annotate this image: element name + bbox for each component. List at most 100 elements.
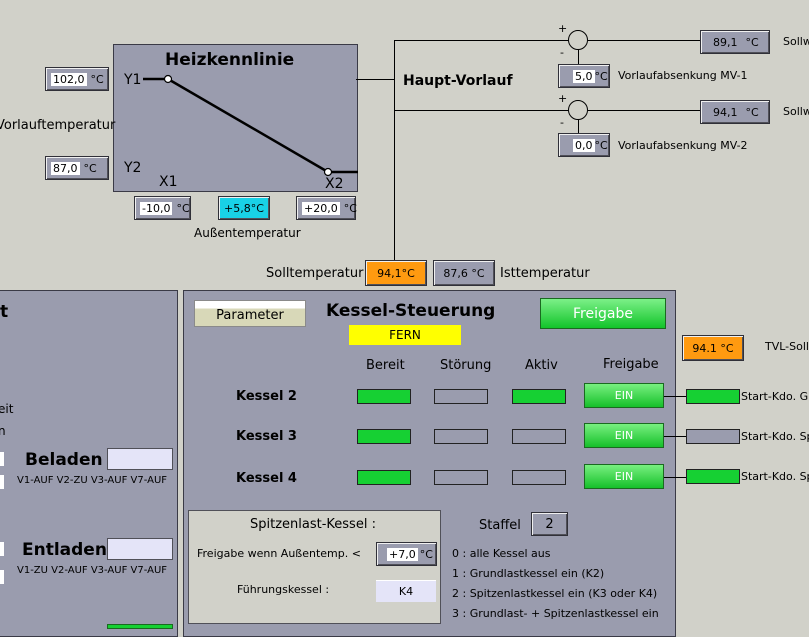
y2-value-field[interactable]: 87,0°C	[45, 156, 109, 180]
kessel-3-start-label: Start-Kdo. Sp	[741, 430, 809, 443]
bottom-green-button-edge[interactable]	[107, 624, 173, 629]
plus-sign-mv2: +	[558, 92, 568, 105]
col-header-aktiv: Aktiv	[525, 358, 558, 373]
spitzenlast-title: Spitzenlast-Kessel :	[250, 517, 376, 532]
kessel-4-start-label: Start-Kdo. Sp	[741, 470, 809, 483]
kessel-2-bereit	[357, 389, 411, 404]
beladen-indicator-2	[0, 475, 4, 489]
kessel-2-aktiv	[512, 389, 566, 404]
wire-mv2-out	[588, 110, 700, 111]
wire-curve-to-trunk	[356, 79, 395, 80]
kessel-4-stoerung	[434, 470, 488, 485]
x1-value-field[interactable]: -10,0°C	[134, 196, 191, 220]
staffel-legend-2: 2 : Spitzenlastkessel ein (K3 oder K4)	[452, 587, 658, 600]
wire-kessel-3-start	[664, 436, 686, 437]
heizkennlinie-curve	[143, 74, 358, 177]
kessel-3-label: Kessel 3	[236, 429, 297, 444]
wire-mv1-abs	[578, 50, 579, 64]
staffel-label: Staffel	[479, 518, 521, 533]
minus-sign-mv1: -	[560, 46, 564, 59]
kessel-3-start-indicator	[686, 429, 740, 444]
speicher-title-fragment: t	[0, 302, 9, 322]
y1-label: Y1	[124, 72, 142, 88]
wire-trunk-mv2	[394, 110, 568, 111]
x1-label: X1	[159, 174, 178, 190]
summing-junction-mv2	[568, 100, 588, 120]
beladen-valves: V1-AUF V2-ZU V3-AUF V7-AUF	[17, 475, 168, 486]
spitzenlast-panel	[188, 510, 441, 624]
spitzenlast-freigabe-label: Freigabe wenn Außentemp. <	[197, 547, 361, 560]
summing-junction-mv1	[568, 30, 588, 50]
mv1-sollw-label: Sollw	[783, 35, 809, 48]
kessel-2-start-indicator	[686, 389, 740, 404]
entladen-status-bar	[107, 538, 173, 560]
mode-indicator: FERN	[349, 325, 461, 345]
x2-label: X2	[325, 176, 344, 192]
wire-trunk-vertical	[394, 40, 395, 262]
entladen-valves: V1-ZU V2-AUF V3-AUF V7-AUF	[17, 565, 168, 576]
speicher-panel	[0, 290, 178, 637]
solltemperatur-label: Solltemperatur	[266, 266, 364, 281]
staffel-legend-3: 3 : Grundlast- + Spitzenlastkessel ein	[452, 607, 659, 620]
spitzenlast-freigabe-field[interactable]: +7,0°C	[376, 542, 437, 566]
kessel-3-bereit	[357, 429, 411, 444]
mv2-absenkung-label: Vorlaufabsenkung MV-2	[618, 139, 748, 152]
parameter-button[interactable]: Parameter	[194, 300, 306, 327]
wire-kessel-4-start	[664, 477, 686, 478]
solltemperatur-value: 94,1°C	[365, 260, 427, 286]
mv2-sollw-label: Sollw	[783, 105, 809, 118]
kessel-2-freigabe-button[interactable]: EIN	[584, 383, 664, 408]
tvl-soll-value: 94.1 °C	[682, 335, 744, 361]
plus-sign-mv1: +	[558, 22, 568, 35]
staffel-value: 2	[531, 512, 568, 536]
staffel-legend-1: 1 : Grundlastkessel ein (K2)	[452, 567, 605, 580]
entladen-label: Entladen	[22, 540, 107, 560]
beladen-label: Beladen	[25, 450, 103, 470]
kessel-4-bereit	[357, 470, 411, 485]
kessel-3-aktiv	[512, 429, 566, 444]
kessel-2-stoerung	[434, 389, 488, 404]
vorlauftemperatur-label: Vorlauftemperatur	[0, 118, 116, 133]
kessel-4-start-indicator	[686, 469, 740, 484]
mv2-sollwert-value: 94,1°C	[700, 100, 770, 124]
entladen-indicator	[0, 542, 4, 556]
beladen-indicator	[0, 452, 4, 466]
col-header-bereit: Bereit	[366, 358, 405, 373]
tvl-soll-label: TVL-Soll	[765, 340, 809, 353]
mv2-absenkung-field[interactable]: 0,0°C	[558, 133, 610, 157]
wire-trunk-mv1	[394, 40, 568, 41]
fuehrungskessel-field[interactable]: K4	[376, 580, 436, 602]
aussentemp-current-value: +5,8°C	[218, 196, 270, 220]
y2-label: Y2	[124, 160, 142, 176]
fuehrungskessel-label: Führungskessel :	[237, 583, 330, 596]
speicher-fragment-1: eit	[0, 402, 14, 416]
kessel-4-freigabe-button[interactable]: EIN	[584, 464, 664, 489]
kessel-2-start-label: Start-Kdo. Gr	[741, 390, 809, 403]
wire-mv1-out	[588, 40, 700, 41]
kessel-2-label: Kessel 2	[236, 389, 297, 404]
isttemperatur-label: Isttemperatur	[500, 266, 590, 281]
kessel-4-aktiv	[512, 470, 566, 485]
mv1-absenkung-field[interactable]: 5,0°C	[558, 64, 610, 88]
beladen-status-bar	[107, 448, 173, 470]
kessel-steuerung-title: Kessel-Steuerung	[326, 301, 496, 321]
kessel-3-freigabe-button[interactable]: EIN	[584, 423, 664, 448]
freigabe-button[interactable]: Freigabe	[540, 298, 666, 329]
entladen-indicator-2	[0, 570, 4, 584]
kessel-4-label: Kessel 4	[236, 471, 297, 486]
wire-mv2-abs	[578, 120, 579, 133]
haupt-vorlauf-label: Haupt-Vorlauf	[403, 73, 513, 89]
aussentemperatur-label: Außentemperatur	[194, 226, 301, 240]
wire-kessel-2-start	[664, 396, 686, 397]
col-header-stoerung: Störung	[440, 358, 492, 373]
kessel-3-stoerung	[434, 429, 488, 444]
mv1-sollwert-value: 89,1°C	[700, 30, 770, 54]
isttemperatur-value: 87,6 °C	[433, 260, 495, 286]
staffel-legend-0: 0 : alle Kessel aus	[452, 547, 551, 560]
speicher-fragment-2: n	[0, 424, 6, 438]
col-header-freigabe: Freigabe	[603, 357, 659, 372]
mv1-absenkung-label: Vorlaufabsenkung MV-1	[618, 69, 748, 82]
minus-sign-mv2: -	[560, 116, 564, 129]
y1-value-field[interactable]: 102,0°C	[45, 67, 109, 91]
x2-value-field[interactable]: +20,0°C	[296, 196, 357, 220]
